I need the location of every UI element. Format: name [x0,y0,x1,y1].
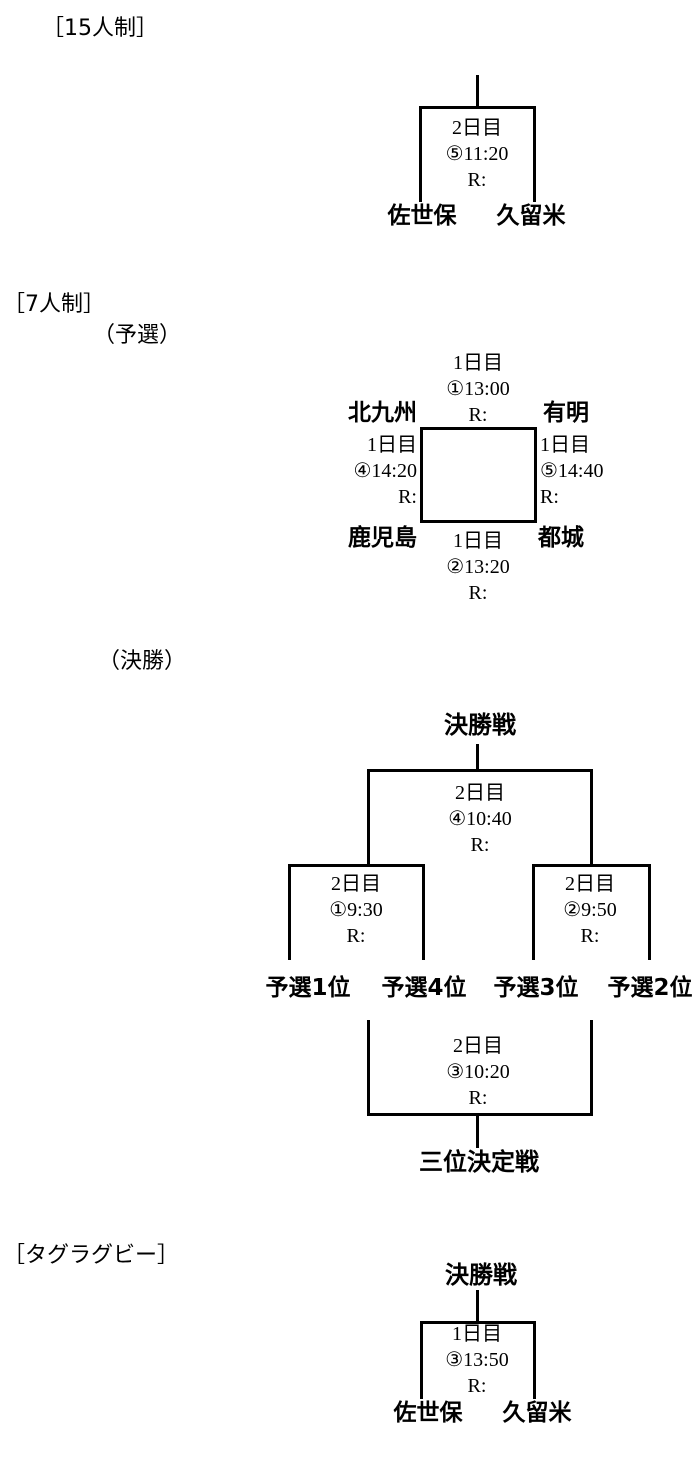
match-slot: ②9:50 [563,899,617,921]
match-slot: ⑤14:40 [540,460,604,482]
match-7s-left: 1日目 ④14:20 R: [307,432,418,510]
bracket-line-15s-winner-stub [476,75,479,109]
team-15s-left: 佐世保 [387,203,457,229]
section-label-tag-rugby: ［タグラグビー］ [3,1243,180,1268]
seed-label-1: 予選1位 [265,975,351,1001]
match-slot: ①9:30 [329,899,383,921]
match-slot: ③13:50 [445,1349,509,1371]
match-7s-right: 1日目 ⑤14:40 R: [540,432,650,510]
bracket-line-third-place-stub [476,1113,479,1148]
round-robin-box [420,427,537,523]
match-result: R: [468,1087,488,1109]
section-label-7s: ［7人制］ [3,292,105,317]
match-result: R: [468,582,488,604]
match-result: R: [398,486,417,508]
match-slot: ④14:20 [353,460,418,482]
match-tag-final: 1日目 ③13:50 R: [407,1322,547,1400]
match-slot: ②13:20 [446,556,510,578]
team-7s-top-left: 北九州 [348,400,417,426]
match-7s-top: 1日目 ①13:00 R: [408,350,548,428]
bracket-semifinal-right [532,864,651,960]
match-result: R: [346,925,366,947]
match-day: 2日目 [453,1035,503,1057]
match-slot: ④10:40 [448,808,512,830]
bracket-semifinal-left [288,864,425,960]
final-title: 決勝戦 [444,711,516,739]
bracket-third-place [367,1020,593,1116]
seed-label-3: 予選3位 [493,975,579,1001]
section-label-7s-final: （決勝） [98,649,187,674]
section-label-15s: ［15人制］ [42,16,158,41]
match-day: 2日目 [331,873,381,895]
team-tag-left: 佐世保 [393,1400,463,1426]
match-day: 2日目 [565,873,615,895]
match-semifinal-left: 2日目 ①9:30 R: [286,871,426,949]
team-tag-right: 久留米 [502,1400,572,1426]
match-slot: ⑤11:20 [445,143,509,165]
team-15s-right: 久留米 [496,203,566,229]
match-day: 1日目 [540,434,590,456]
seed-label-2: 予選2位 [607,975,693,1001]
match-slot: ③10:20 [446,1061,510,1083]
bracket-tag-final [420,1321,536,1399]
match-result: R: [580,925,600,947]
match-result: R: [467,1375,487,1397]
match-day: 2日目 [452,117,502,139]
match-day: 1日目 [453,352,503,374]
bracket-final [367,769,593,867]
bracket-line-tag-winner-stub [476,1290,479,1324]
team-7s-bottom-right: 都城 [538,525,584,551]
match-result: R: [468,404,488,426]
match-result: R: [470,834,490,856]
match-7s-bottom: 1日目 ②13:20 R: [408,528,548,606]
tag-final-title: 決勝戦 [445,1261,517,1289]
match-result: R: [540,486,559,508]
seed-label-4: 予選4位 [381,975,467,1001]
match-day: 1日目 [367,434,417,456]
match-semifinal-right: 2日目 ②9:50 R: [520,871,660,949]
third-place-title: 三位決定戦 [419,1148,539,1176]
match-final: 2日目 ④10:40 R: [410,780,550,858]
match-15s-final: 2日目 ⑤11:20 R: [407,116,547,194]
match-day: 1日目 [453,530,503,552]
match-result: R: [467,169,487,191]
team-7s-bottom-left: 鹿児島 [348,525,417,551]
team-7s-top-right: 有明 [543,400,589,426]
bracket-15s-final [419,106,536,202]
match-slot: ①13:00 [446,378,510,400]
match-third-place: 2日目 ③10:20 R: [408,1033,548,1111]
bracket-line-final-winner-stub [476,744,479,772]
match-day: 2日目 [455,782,505,804]
section-label-7s-prelim: （予選） [93,323,182,348]
match-day: 1日目 [452,1323,502,1345]
